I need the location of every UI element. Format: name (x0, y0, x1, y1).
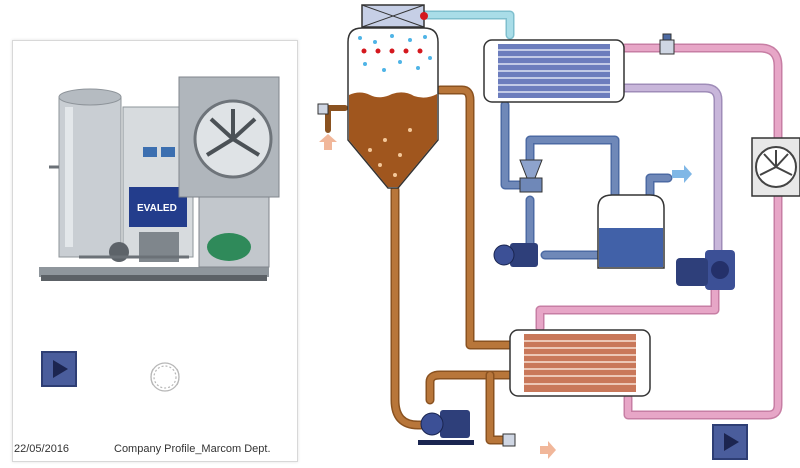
evaporator-machine-photo: EVALED (39, 76, 280, 281)
distillate-tank (597, 194, 665, 269)
play-triangle-icon (724, 433, 739, 451)
evaporator-process-diagram (317, 4, 800, 459)
condenser-top (483, 39, 625, 103)
valve-outlet (502, 433, 516, 447)
feed-in-arrow (319, 134, 337, 150)
compressor (676, 250, 735, 290)
concentrate-pipe-bottom (425, 370, 517, 405)
separator (519, 159, 543, 193)
concentrate-out-arrow (540, 441, 556, 459)
concentrate-pump (418, 410, 474, 445)
photo-brand-label: EVALED (137, 203, 177, 214)
play-button-right[interactable] (712, 424, 748, 460)
distillate-out-arrow (672, 165, 692, 183)
feed-pipe (325, 105, 348, 133)
wreath-icon (150, 362, 180, 392)
distillate-pump (493, 243, 538, 267)
evaporator-vessel (347, 4, 439, 189)
valve-feed (317, 103, 329, 115)
valve-top-right (659, 33, 675, 55)
heat-exchanger-bottom (509, 329, 651, 397)
play-triangle-icon (53, 360, 68, 378)
refrigerant-pipe-top (620, 43, 783, 145)
footer-date: 22/05/2016 (14, 443, 70, 455)
concentrate-pipe-left (390, 185, 433, 430)
product-photo-panel: EVALED (12, 40, 298, 462)
footer-company: Company Profile_Marcom Dept. (114, 443, 271, 455)
play-button-left[interactable] (41, 351, 77, 387)
fan-icon (751, 137, 800, 197)
